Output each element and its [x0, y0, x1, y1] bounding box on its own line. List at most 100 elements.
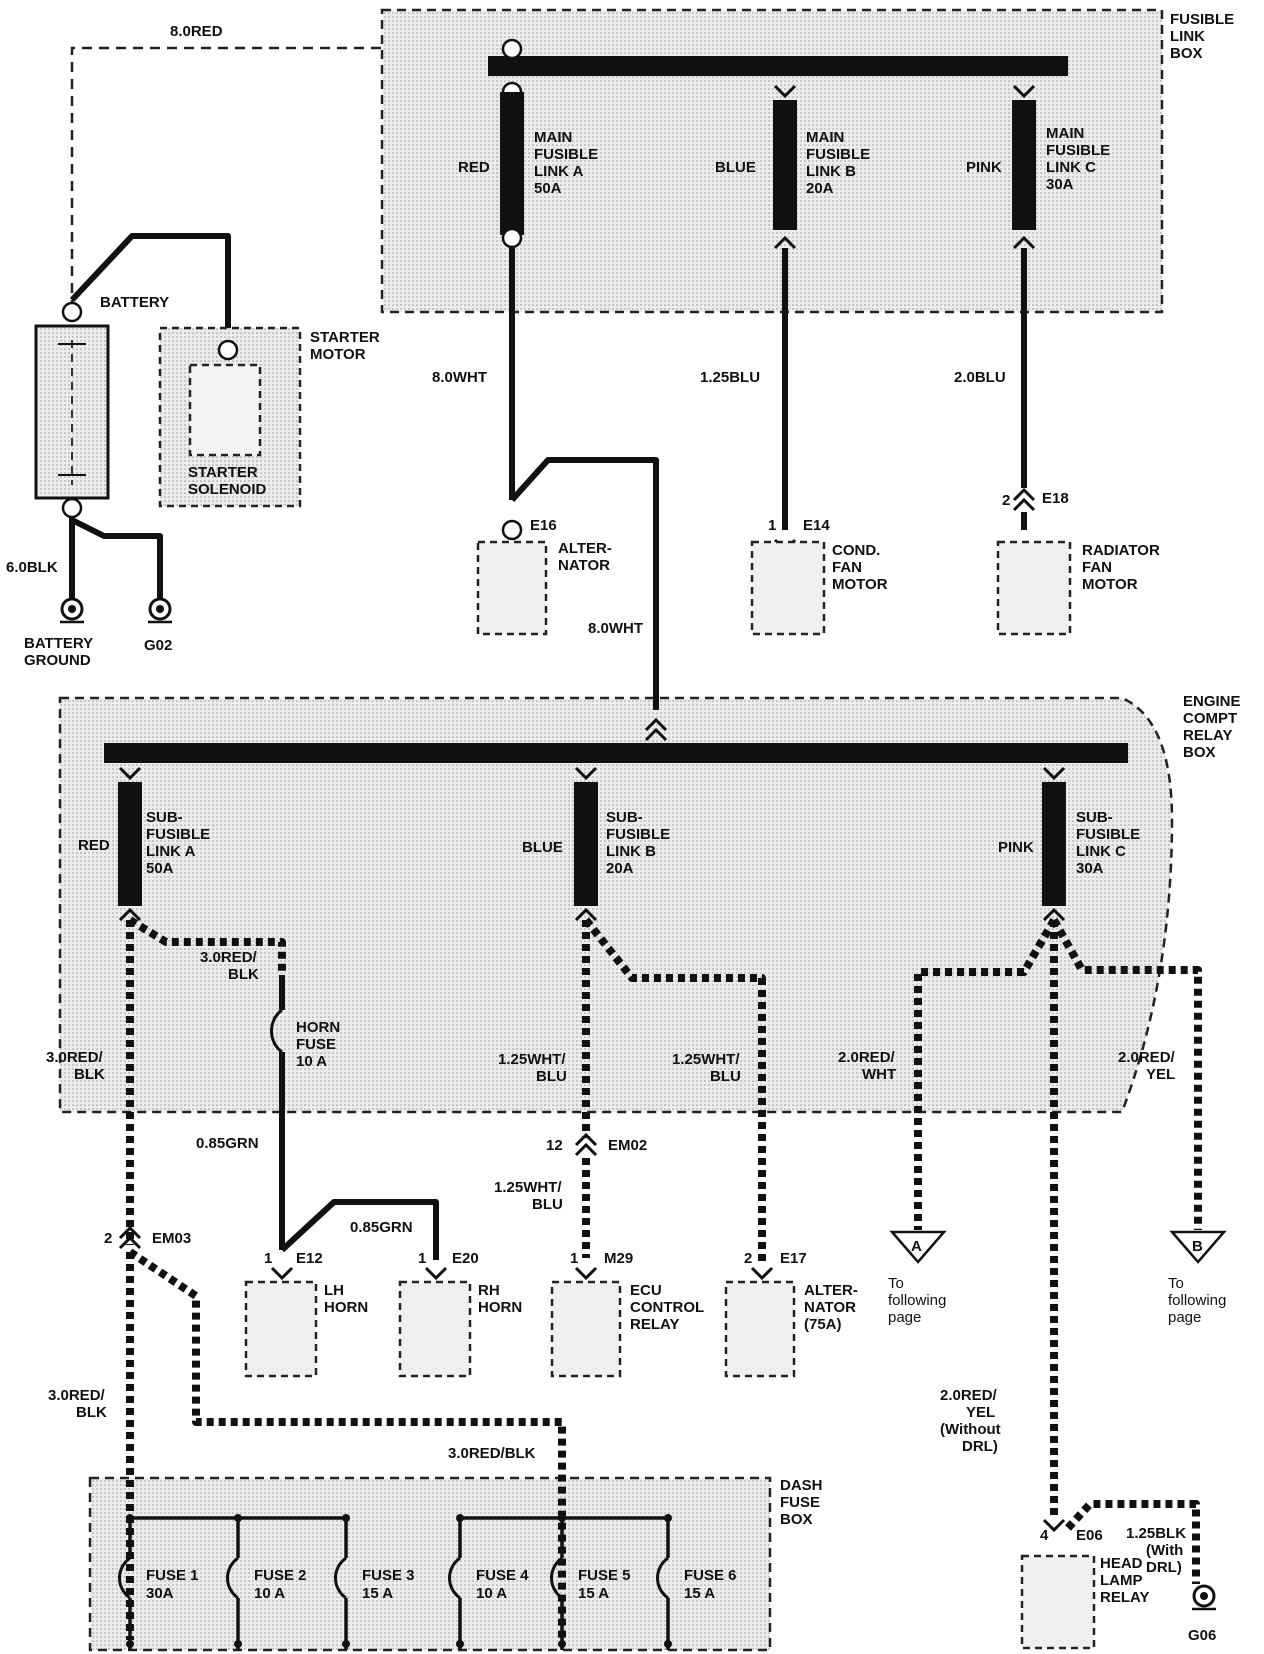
wire-8-0wht-feed	[509, 457, 659, 710]
e14-pin: 1	[768, 517, 776, 534]
fuse-6	[656, 1556, 669, 1600]
ref-a-letter: A	[911, 1238, 922, 1255]
em03-id: EM03	[152, 1230, 191, 1247]
wht-blu-3-label: 1.25WHT/BLU	[494, 1179, 563, 1213]
fuse-5	[550, 1556, 563, 1600]
e06-pin: 4	[1040, 1527, 1049, 1544]
sub-fusible-link-b	[574, 782, 598, 906]
fuse-5-terminal	[558, 1514, 566, 1522]
main-link-b-color: BLUE	[715, 159, 756, 176]
sub-link-a-color: RED	[78, 837, 110, 854]
e12-id: E12	[296, 1250, 323, 1267]
grn-2-label: 0.85GRN	[350, 1219, 413, 1236]
ref-a-icon	[889, 1230, 947, 1264]
relay-box-bus-bar	[104, 743, 1128, 763]
fuse-4	[448, 1556, 461, 1600]
e18-pin: 2	[1002, 492, 1010, 509]
battery-ground-wire-label: 6.0BLK	[6, 559, 58, 576]
red-blk-2-label: 3.0RED/BLK	[46, 1049, 105, 1083]
fuse-6-terminal	[664, 1514, 672, 1522]
lh-horn	[244, 1280, 318, 1378]
horn-fuse	[270, 1008, 283, 1054]
main-fusible-link-a	[500, 92, 524, 235]
alternator-e17	[724, 1280, 796, 1378]
m29-id: M29	[604, 1250, 633, 1267]
fusible-link-box	[380, 8, 1164, 314]
ref-b-icon	[1169, 1230, 1227, 1264]
g06-label: G06	[1188, 1627, 1216, 1644]
sub-fusible-link-a	[118, 782, 142, 906]
fuse-1	[118, 1556, 131, 1600]
starter-cable	[69, 233, 231, 345]
ground-g06-icon	[1192, 1584, 1216, 1611]
fuse-6-terminal	[664, 1640, 672, 1648]
e14-id: E14	[803, 517, 830, 534]
em02-id: EM02	[608, 1137, 647, 1154]
red-blk-1-label: 3.0RED/BLK	[200, 949, 259, 983]
battery-feed-wire-label: 8.0RED	[170, 23, 223, 40]
g02-ground-wire	[70, 517, 163, 600]
head-lamp-relay	[1020, 1554, 1096, 1650]
ground-battery-icon	[60, 597, 84, 624]
main-fusible-link-b	[773, 100, 797, 230]
alternator-e16	[476, 540, 548, 636]
e12-pin: 1	[264, 1250, 272, 1267]
sub-link-c-color: PINK	[998, 839, 1034, 856]
em02-pin: 12	[546, 1137, 563, 1154]
e16-id: E16	[530, 517, 557, 534]
main-fusible-link-c	[1012, 100, 1036, 230]
wire-1-25blu-label: 1.25BLU	[700, 369, 760, 386]
wire-3-0red-blk-dash-b	[127, 1248, 566, 1640]
fuse-1-terminal	[126, 1640, 134, 1648]
main-link-a-color: RED	[458, 159, 490, 176]
main-bus-bar	[488, 56, 1068, 76]
fuse-3	[334, 1556, 347, 1600]
fuse-4-terminal	[456, 1640, 464, 1648]
wire-1-25wht-blu-b	[582, 917, 766, 1262]
radiator-fan-motor	[996, 540, 1072, 636]
cond-fan-motor	[750, 540, 826, 636]
fuse-4-terminal	[456, 1514, 464, 1522]
red-wht-label: 2.0RED/WHT	[838, 1049, 896, 1083]
alternator-e17-label: ALTER-NATOR(75A)	[804, 1282, 858, 1333]
ecu-control-relay	[550, 1280, 622, 1378]
fuse-1-terminal	[126, 1514, 134, 1522]
red-blk-4-label: 3.0RED/BLK	[448, 1445, 536, 1462]
e06-id: E06	[1076, 1527, 1103, 1544]
fuse-2-terminal	[234, 1514, 242, 1522]
rh-horn	[398, 1280, 472, 1378]
e18-id: E18	[1042, 490, 1069, 507]
sub-link-b-color: BLUE	[522, 839, 563, 856]
dash-fuse-box	[88, 1476, 772, 1652]
wire-0-85grn-b	[279, 1199, 439, 1260]
battery-positive-terminal	[61, 301, 83, 323]
wire-8-0wht-label: 8.0WHT	[432, 369, 487, 386]
e17-pin: 2	[744, 1250, 752, 1267]
battery-negative-terminal	[61, 497, 83, 519]
starter-solenoid	[188, 363, 262, 457]
red-yel-label: 2.0RED/YEL	[1118, 1049, 1176, 1083]
fuse-5-terminal	[558, 1640, 566, 1648]
